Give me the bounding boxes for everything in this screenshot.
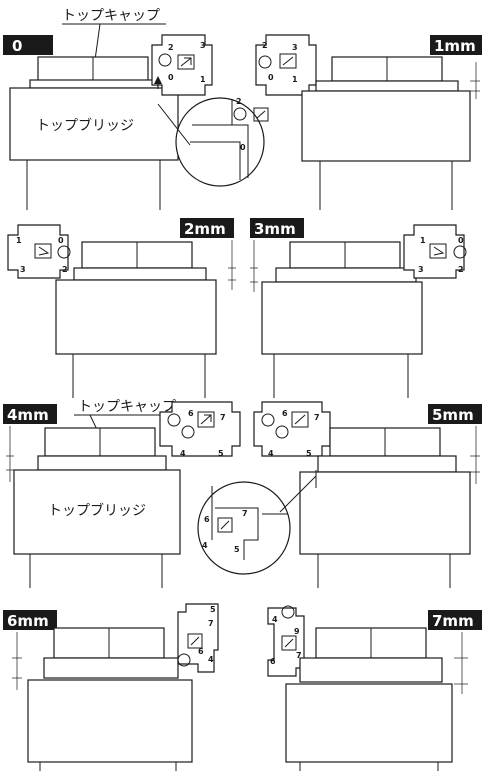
plate-num: 0	[58, 236, 64, 245]
plate-num: 1	[292, 75, 298, 84]
badge-4mm-text: 4mm	[7, 406, 49, 424]
plate-num: 7	[220, 413, 226, 422]
fork-unit-5: 6 7 4 5	[253, 401, 480, 588]
zoom-num: 6	[204, 515, 210, 524]
plate-num: 1	[16, 236, 22, 245]
plate-num: 3	[292, 43, 298, 52]
badge-5mm: 5mm	[428, 404, 482, 424]
plate-num: 2	[168, 43, 174, 52]
zoom-num: 4	[202, 541, 208, 550]
badge-4mm: 4mm	[3, 404, 57, 424]
zoom-num: 2	[236, 97, 242, 106]
badge-1mm-text: 1mm	[434, 37, 476, 55]
plate-num: 7	[296, 651, 302, 660]
badge-3mm-text: 3mm	[254, 220, 296, 238]
badge-2mm-text: 2mm	[184, 220, 226, 238]
plate-num: 3	[418, 265, 424, 274]
plate-num: 0	[458, 236, 464, 245]
fork-unit-0: トップブリッジ 2 3 0 1	[9, 34, 213, 210]
plate-num: 9	[294, 627, 300, 636]
plate-num: 5	[218, 449, 224, 458]
zoom-num: 7	[242, 509, 248, 518]
fork-unit-4: トップブリッジ 6 7 4 5	[6, 401, 241, 588]
plate-num: 3	[20, 265, 26, 274]
badge-6mm-text: 6mm	[7, 612, 49, 630]
badge-5mm-text: 5mm	[432, 406, 474, 424]
top-cap-label-2: トップキャップ	[78, 399, 176, 415]
plate-num: 6	[188, 409, 194, 418]
top-bridge-label-2: トップブリッジ	[48, 502, 146, 519]
plate-num: 4	[268, 449, 274, 458]
plate-num: 0	[168, 73, 174, 82]
badge-1mm: 1mm	[430, 35, 482, 55]
plate-num: 7	[208, 619, 214, 628]
top-bridge-label-1: トップブリッジ	[36, 117, 134, 134]
badge-0-text: 0	[12, 37, 22, 55]
badge-7mm-text: 7mm	[432, 612, 474, 630]
zoom-circle-1: 2 0	[157, 97, 269, 187]
plate-num: 1	[420, 236, 426, 245]
plate-num: 5	[210, 605, 216, 614]
plate-num: 7	[314, 413, 320, 422]
plate-num: 6	[198, 647, 204, 656]
plate-num: 0	[268, 73, 274, 82]
plate-num: 4	[272, 615, 278, 624]
badge-0: 0	[3, 35, 53, 55]
badge-3mm: 3mm	[250, 218, 304, 238]
plate-num: 5	[306, 449, 312, 458]
plate-num: 2	[62, 265, 68, 274]
plate-num: 4	[180, 449, 186, 458]
plate-num: 2	[458, 265, 464, 274]
plate-num: 6	[282, 409, 288, 418]
plate-num: 3	[200, 41, 206, 50]
zoom-num: 0	[240, 143, 246, 152]
badge-2mm: 2mm	[180, 218, 234, 238]
plate-num: 1	[200, 75, 206, 84]
fork-unit-3: 1 0 3 2	[250, 224, 467, 398]
plate-num: 2	[262, 41, 268, 50]
fork-unit-7: 4 9 7 6	[267, 605, 468, 771]
badge-7mm: 7mm	[428, 610, 482, 630]
badge-6mm: 6mm	[3, 610, 57, 630]
plate-num: 4	[208, 655, 214, 664]
fork-unit-2: 1 0 3 2	[7, 224, 236, 398]
zoom-num: 5	[234, 545, 240, 554]
fork-unit-6: 7 5 6 4	[12, 603, 219, 771]
zoom-circle-2: 6 7 4 5	[197, 475, 317, 575]
plate-num: 6	[270, 657, 276, 666]
top-cap-label-1: トップキャップ	[62, 8, 160, 24]
fork-unit-1: 2 3 0 1	[255, 34, 480, 210]
